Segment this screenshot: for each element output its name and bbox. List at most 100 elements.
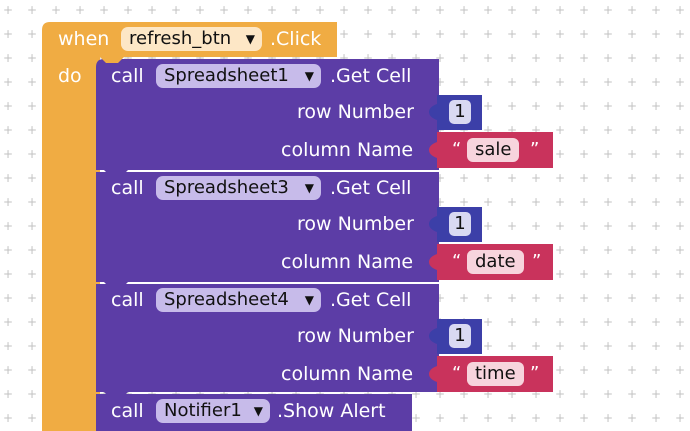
string-field[interactable]: time <box>467 362 524 386</box>
plus-icon: + <box>410 27 422 41</box>
row-number-label: row Number <box>297 213 414 235</box>
plus-icon: + <box>2 171 14 185</box>
plus-icon: + <box>530 3 542 17</box>
event-name-label: .Click <box>270 28 322 50</box>
plus-icon: + <box>578 3 590 17</box>
plus-icon: + <box>650 339 662 353</box>
plus-icon: + <box>266 51 278 65</box>
plus-icon: + <box>674 291 686 305</box>
plus-icon: + <box>674 3 686 17</box>
plus-icon: + <box>458 51 470 65</box>
plus-icon: + <box>386 51 398 65</box>
open-quote-icon: “ <box>452 139 462 160</box>
plus-icon: + <box>554 147 566 161</box>
plus-icon: + <box>650 411 662 425</box>
plus-icon: + <box>602 363 614 377</box>
plus-icon: + <box>626 339 638 353</box>
plus-icon: + <box>2 3 14 17</box>
plus-icon: + <box>482 27 494 41</box>
row-number-field[interactable]: 1 <box>449 100 471 124</box>
plus-icon: + <box>674 267 686 281</box>
string-field[interactable]: date <box>467 250 524 274</box>
do-label: do <box>58 65 82 87</box>
string-field[interactable]: sale <box>467 138 520 162</box>
plus-icon: + <box>482 195 494 209</box>
plus-icon: + <box>482 411 494 425</box>
plus-icon: + <box>554 3 566 17</box>
plus-icon: + <box>602 411 614 425</box>
plus-icon: + <box>2 147 14 161</box>
plus-icon: + <box>554 411 566 425</box>
plus-icon: + <box>26 99 38 113</box>
plus-icon: + <box>362 51 374 65</box>
chevron-down-icon: ▼ <box>304 69 314 83</box>
call-label: call <box>111 400 144 422</box>
plus-icon: + <box>602 27 614 41</box>
plus-icon: + <box>578 219 590 233</box>
plus-icon: + <box>530 171 542 185</box>
plus-icon: + <box>530 51 542 65</box>
plus-icon: + <box>26 27 38 41</box>
plus-icon: + <box>602 267 614 281</box>
plus-icon: + <box>650 147 662 161</box>
call-label: call <box>111 177 144 199</box>
plus-icon: + <box>2 195 14 209</box>
plus-icon: + <box>578 75 590 89</box>
column-name-label: column Name <box>281 251 414 273</box>
plus-icon: + <box>602 171 614 185</box>
plus-icon: + <box>434 51 446 65</box>
close-quote-icon: ” <box>530 363 540 384</box>
plus-icon: + <box>530 195 542 209</box>
row-number-field[interactable]: 1 <box>449 212 471 236</box>
plus-icon: + <box>506 315 518 329</box>
plus-icon: + <box>578 51 590 65</box>
call-label: call <box>111 65 144 87</box>
row-number-field[interactable]: 1 <box>449 324 471 348</box>
plus-icon: + <box>602 339 614 353</box>
plus-icon: + <box>554 339 566 353</box>
component-dropdown-spreadsheet4[interactable]: Spreadsheet4 ▼ <box>156 288 321 312</box>
plus-icon: + <box>578 411 590 425</box>
plus-icon: + <box>554 75 566 89</box>
plus-icon: + <box>602 75 614 89</box>
plus-icon: + <box>650 3 662 17</box>
plus-icon: + <box>410 387 422 401</box>
event-block-shape[interactable] <box>42 22 337 431</box>
plus-icon: + <box>674 219 686 233</box>
plus-icon: + <box>26 3 38 17</box>
plus-icon: + <box>578 387 590 401</box>
row-number-label: row Number <box>297 101 414 123</box>
plus-icon: + <box>26 411 38 425</box>
component-dropdown-refresh-btn[interactable]: refresh_btn ▼ <box>121 27 262 51</box>
plus-icon: + <box>194 3 206 17</box>
plus-icon: + <box>674 123 686 137</box>
plus-icon: + <box>506 51 518 65</box>
plus-icon: + <box>26 219 38 233</box>
plus-icon: + <box>602 99 614 113</box>
component-dropdown-notifier1[interactable]: Notifier1 ▼ <box>156 399 270 423</box>
plus-icon: + <box>506 291 518 305</box>
plus-icon: + <box>506 123 518 137</box>
plus-icon: + <box>506 3 518 17</box>
plus-icon: + <box>626 267 638 281</box>
plus-icon: + <box>2 219 14 233</box>
component-dropdown-spreadsheet3[interactable]: Spreadsheet3 ▼ <box>156 176 321 200</box>
plus-icon: + <box>338 3 350 17</box>
component-dropdown-spreadsheet1[interactable]: Spreadsheet1 ▼ <box>156 64 321 88</box>
close-quote-icon: ” <box>530 139 540 160</box>
plus-icon: + <box>578 315 590 329</box>
plus-icon: + <box>530 123 542 137</box>
plus-icon: + <box>530 339 542 353</box>
plus-icon: + <box>506 99 518 113</box>
plus-icon: + <box>26 147 38 161</box>
plus-icon: + <box>386 3 398 17</box>
call-label: call <box>111 289 144 311</box>
plus-icon: + <box>674 147 686 161</box>
plus-icon: + <box>26 315 38 329</box>
plus-icon: + <box>602 51 614 65</box>
plus-icon: + <box>218 51 230 65</box>
plus-icon: + <box>626 99 638 113</box>
plus-icon: + <box>410 3 422 17</box>
plus-icon: + <box>626 171 638 185</box>
